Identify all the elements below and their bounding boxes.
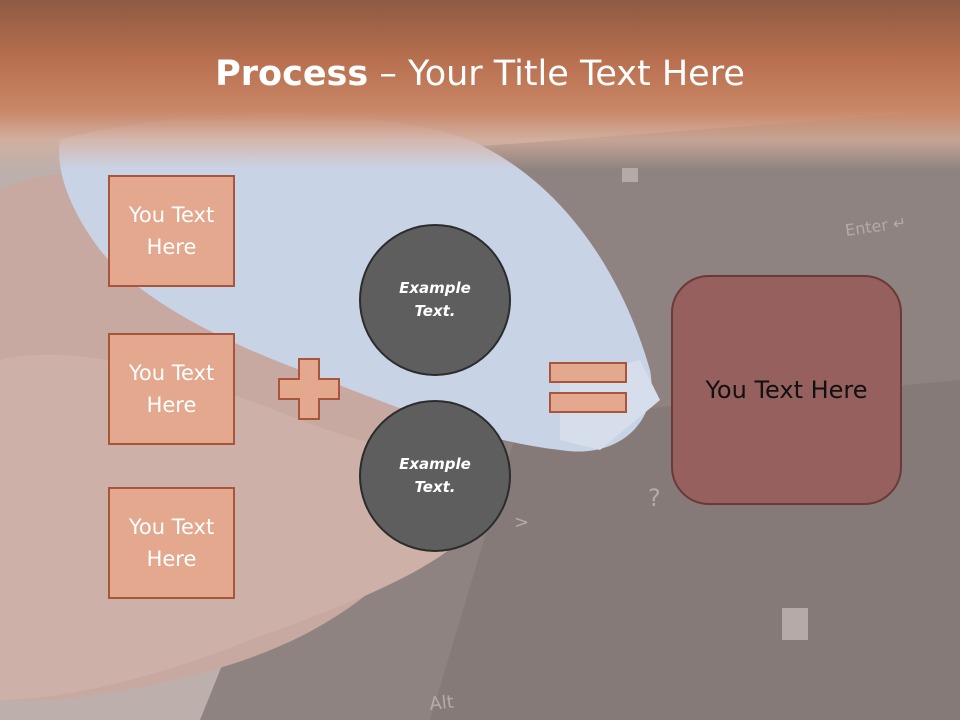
text-box-3-label: You Text Here [128, 515, 215, 571]
text-box-2-label: You Text Here [128, 361, 215, 417]
svg-text:Alt: Alt [428, 692, 454, 715]
svg-text:>: > [514, 512, 529, 533]
result-box: You Text Here [671, 275, 902, 505]
text-box-1-label: You Text Here [128, 203, 215, 259]
equals-bar-bottom [549, 392, 627, 413]
title-rest: – Your Title Text Here [368, 54, 745, 94]
example-circle-1: Example Text. [359, 224, 511, 376]
text-box-1: You Text Here [108, 175, 235, 287]
example-circle-2-label: Example Text. [399, 455, 471, 496]
result-box-label: You Text Here [705, 376, 868, 404]
svg-text:?: ? [648, 484, 661, 512]
title-band [0, 0, 960, 170]
text-box-2: You Text Here [108, 333, 235, 445]
plus-icon [278, 358, 340, 420]
example-circle-1-label: Example Text. [399, 279, 471, 320]
example-circle-2: Example Text. [359, 400, 511, 552]
text-box-3: You Text Here [108, 487, 235, 599]
title-bold: Process [215, 54, 369, 94]
slide-title: Process – Your Title Text Here [0, 52, 960, 96]
equals-bar-top [549, 362, 627, 383]
